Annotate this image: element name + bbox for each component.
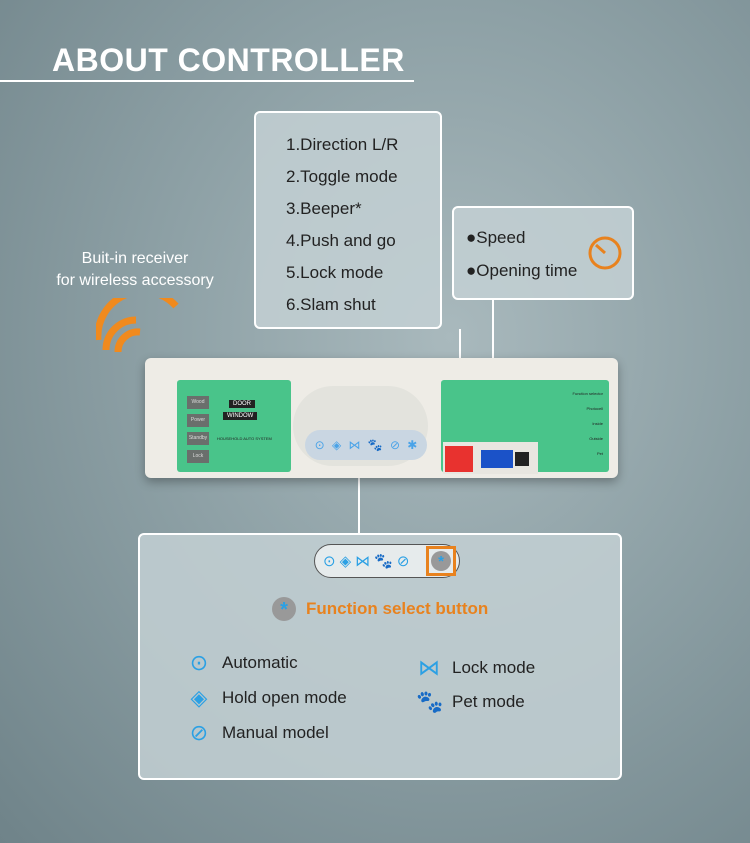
receiver-line1: Buit-in receiver	[81, 250, 189, 267]
page-title: ABOUT CONTROLLER	[52, 42, 405, 78]
title-underline	[0, 80, 414, 82]
hold-open-icon: ◈	[339, 553, 352, 570]
dip-item: 3.Beeper*	[286, 199, 362, 218]
lock-mode-icon: ⋈	[355, 553, 371, 570]
dip-switch-block[interactable]	[445, 446, 473, 472]
paw-icon: 🐾	[416, 689, 444, 714]
dip-item: 5.Lock mode	[286, 263, 384, 282]
controller-device: Wood Power Standby Lock DOOR WINDOW HOUS…	[145, 358, 618, 478]
pot-item: ●Speed	[466, 228, 526, 247]
dip-item: 2.Toggle mode	[286, 167, 398, 186]
dip-item: 6.Slam shut	[286, 295, 376, 314]
dip-item: 4.Push and go	[286, 231, 396, 250]
paw-icon: 🐾	[374, 553, 393, 570]
time-potentiometer[interactable]	[497, 450, 513, 468]
lock-mode-icon: ⋈	[418, 655, 440, 680]
slash-circle-icon: ⊘	[189, 720, 209, 745]
wireless-signal-icon	[96, 298, 179, 353]
mode-automatic: ⊙ Automatic	[186, 650, 298, 676]
asterisk-icon[interactable]: *	[431, 551, 451, 571]
logo-door: DOOR	[229, 400, 255, 408]
mode-label: Hold open mode	[222, 688, 347, 707]
dial-icon	[588, 236, 622, 270]
learn-button[interactable]	[515, 452, 529, 466]
mode-pet: 🐾 Pet mode	[416, 689, 525, 715]
device-key: Wood	[187, 396, 209, 409]
device-key: Standby	[187, 432, 209, 445]
device-right-label: Outside	[589, 436, 603, 441]
function-select-label: Function select button	[306, 599, 489, 618]
device-right-label: Function selector	[572, 391, 603, 396]
dip-switch-panel: 1.Direction L/R 2.Toggle mode 3.Beeper* …	[254, 111, 442, 329]
icon-bar: ⊙ ◈ ⋈ 🐾 ⊘	[314, 544, 460, 578]
device-right-label: Photocell	[586, 406, 603, 411]
mode-hold-open: ◈ Hold open mode	[186, 685, 347, 711]
dip-item: 1.Direction L/R	[286, 135, 399, 154]
circle-dot-icon: ⊙	[189, 650, 209, 675]
asterisk-icon: *	[272, 597, 296, 621]
hold-open-icon: ◈	[190, 685, 208, 710]
mode-lock: ⋈ Lock mode	[416, 655, 535, 681]
connector-line	[358, 478, 360, 534]
left-label-panel: Wood Power Standby Lock DOOR WINDOW HOUS…	[177, 380, 291, 472]
device-right-label: Pet	[596, 451, 603, 456]
slash-circle-icon: ⊘	[396, 553, 410, 570]
brand-text: HOUSEHOLD AUTO SYSTEM	[217, 436, 272, 441]
function-panel: ⊙ ◈ ⋈ 🐾 ⊘ * * Function select button ⊙ Au…	[138, 533, 622, 780]
receiver-line2: for wireless accessory	[56, 272, 214, 289]
logo-window: WINDOW	[223, 412, 258, 420]
device-right-label: Inside	[592, 421, 603, 426]
selection-highlight	[426, 546, 456, 576]
potentiometer-panel: ●Speed ●Opening time	[452, 206, 634, 300]
mode-manual: ⊘ Manual model	[186, 720, 329, 746]
receiver-caption: Buit-in receiver for wireless accessory	[40, 248, 230, 292]
mode-label: Manual model	[222, 723, 329, 742]
mode-label: Lock mode	[452, 658, 536, 677]
mode-label: Pet mode	[452, 692, 525, 711]
pot-item: ●Opening time	[466, 261, 578, 280]
device-key: Power	[187, 414, 209, 427]
device-button-panel: ⊙◈⋈🐾⊘✱	[305, 430, 427, 460]
speed-potentiometer[interactable]	[481, 450, 497, 468]
mode-label: Automatic	[222, 653, 298, 672]
circle-dot-icon: ⊙	[323, 553, 336, 570]
device-key: Lock	[187, 450, 209, 463]
